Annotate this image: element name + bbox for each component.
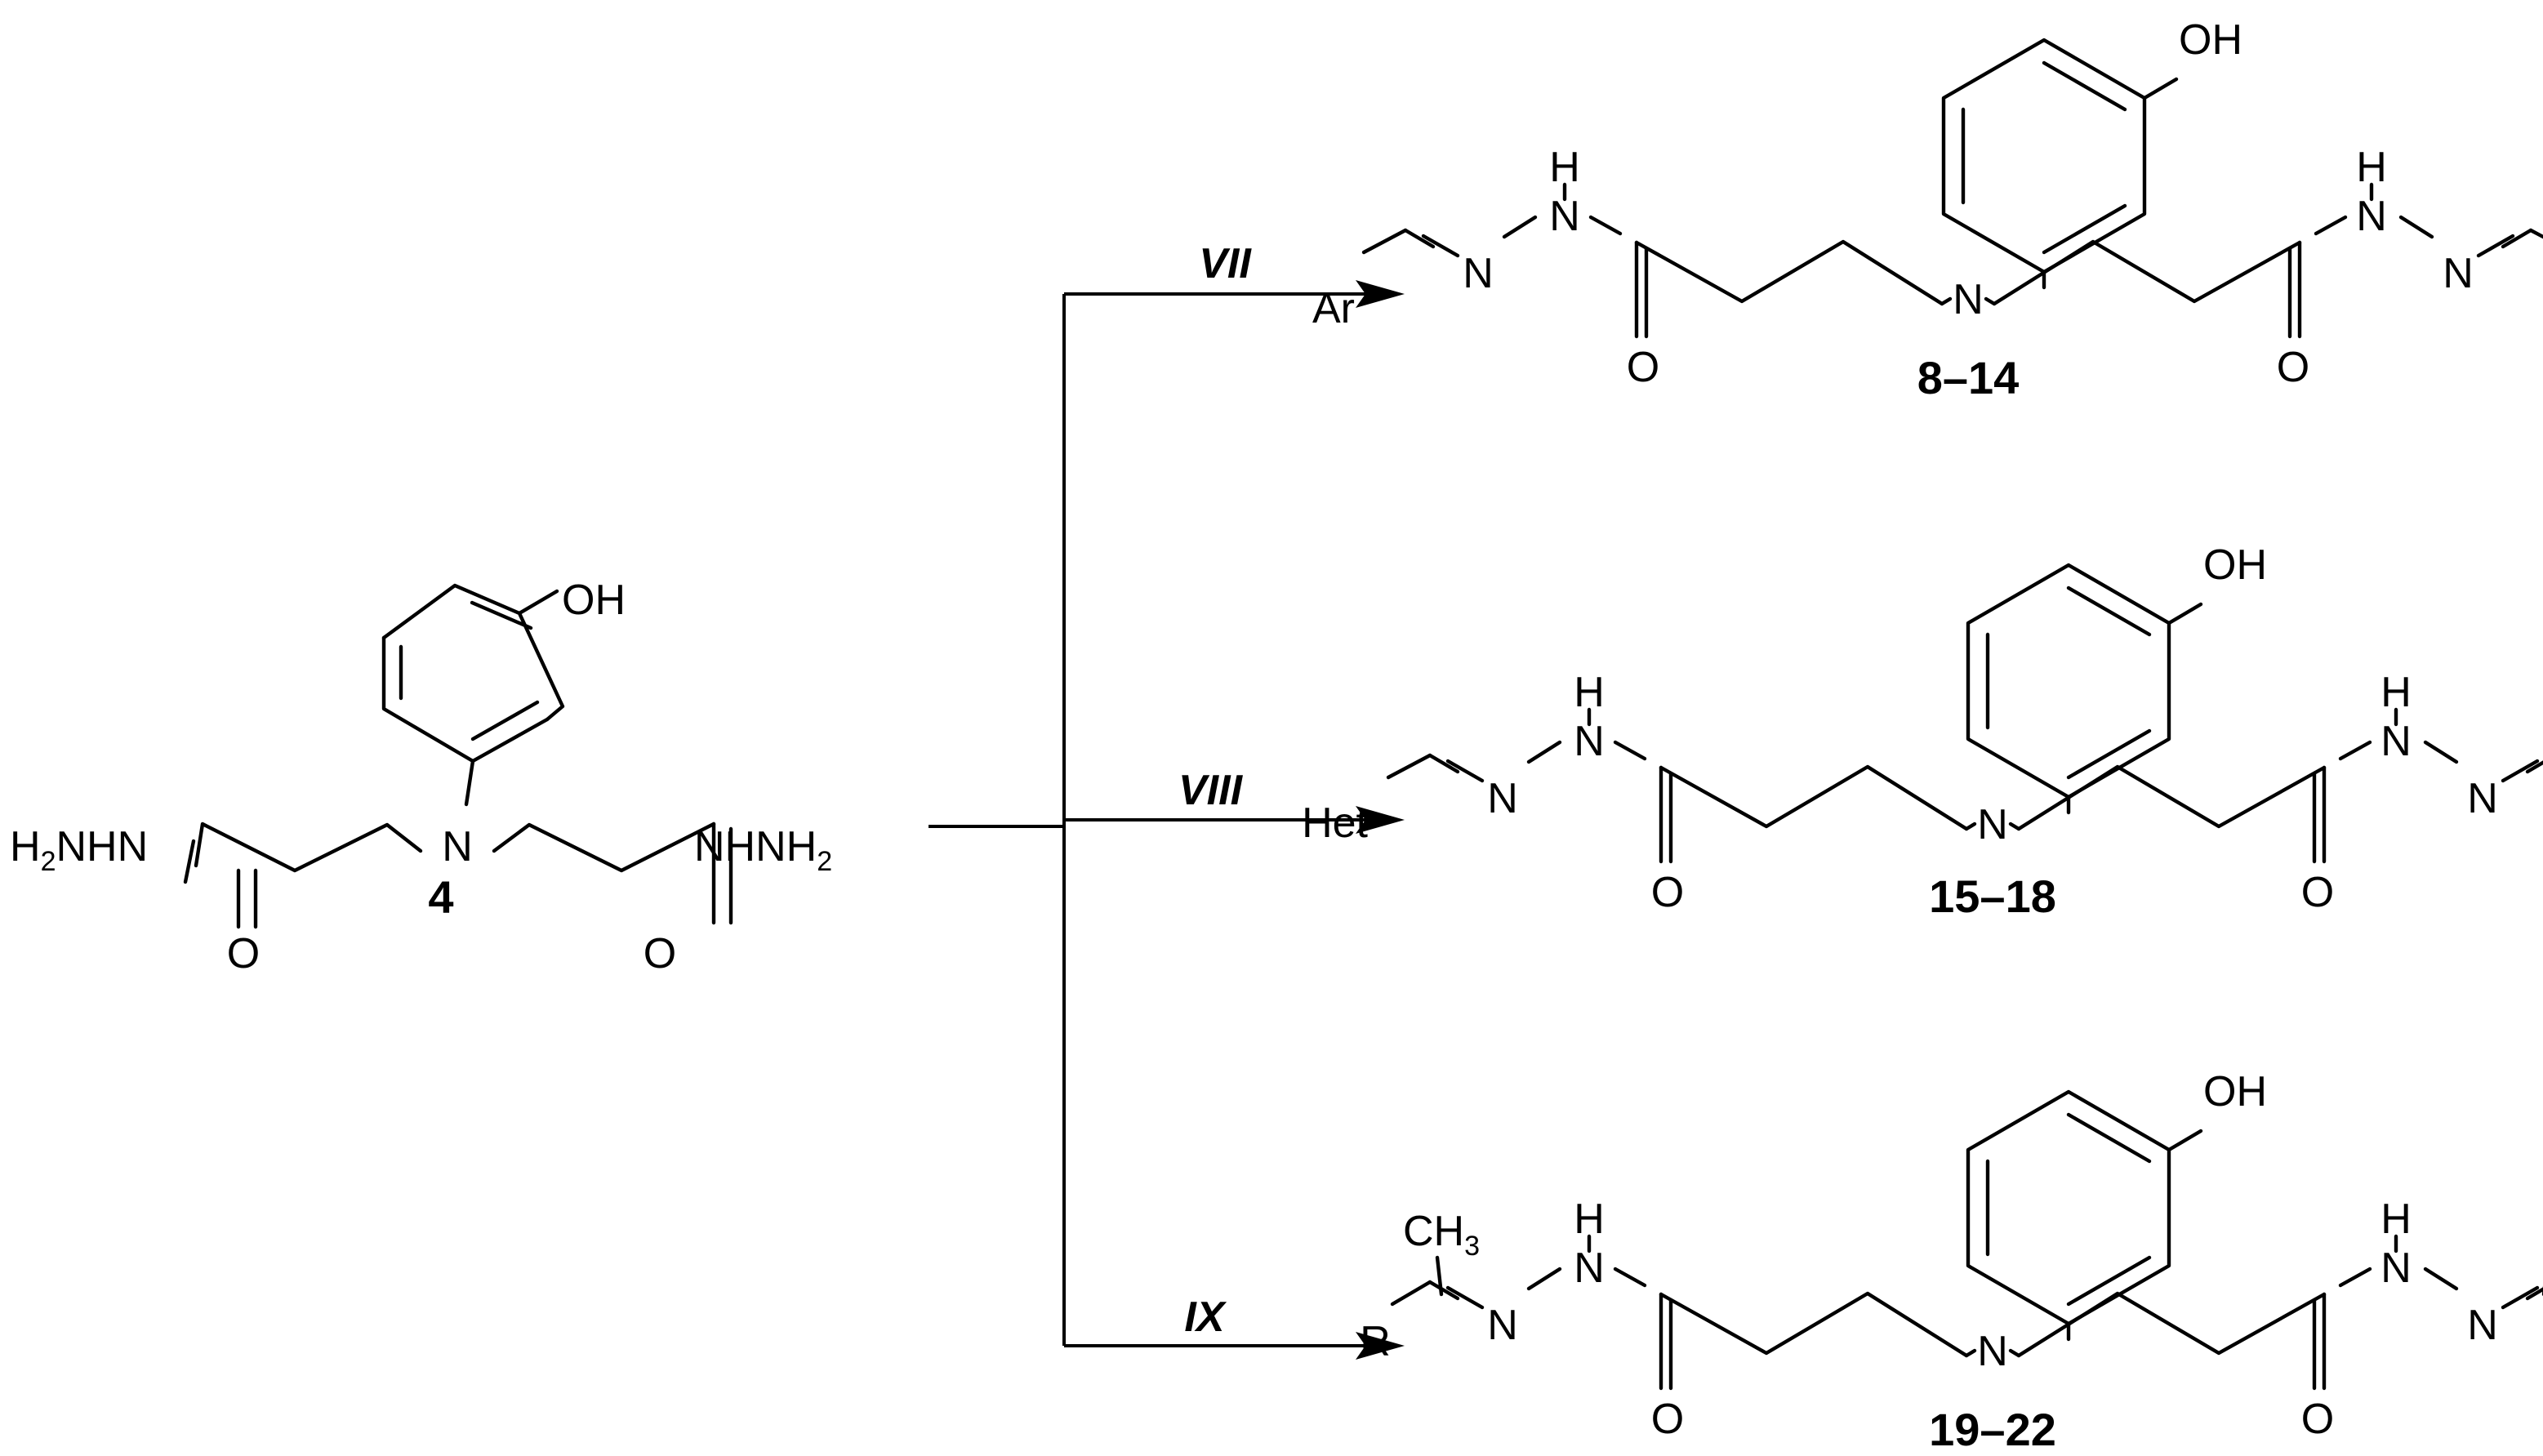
- p1-left-nh-h-label: H: [1549, 144, 1580, 191]
- p3-right-imine-n-label: N: [2467, 1302, 2498, 1349]
- product-15-18: OH N O O N H N N H N Het Het 15–18: [1302, 541, 2543, 922]
- p2-left-nh-n-label: N: [1574, 718, 1605, 765]
- p1-right-carbonyl-o-label: O: [2277, 344, 2309, 391]
- p3-left-carbonyl-o-label: O: [1651, 1396, 1684, 1443]
- p2-left-substituent-label: Het: [1302, 799, 1368, 847]
- p1-left-nh-n-label: N: [1549, 193, 1580, 240]
- p1-right-nh-n-label: N: [2356, 193, 2387, 240]
- condition-ix-label: IX: [1184, 1293, 1227, 1341]
- p2-right-nh-h-label: H: [2380, 669, 2412, 716]
- product-19-22: OH N O O N H N N H N R R CH3 CH3 19–22: [1360, 1068, 2543, 1455]
- reagent-right-carbonyl-o-label: O: [644, 930, 676, 977]
- p3-left-nh-n-label: N: [1574, 1245, 1605, 1292]
- p1-left-carbonyl-o-label: O: [1627, 344, 1659, 391]
- p3-right-nh-n-label: N: [2380, 1245, 2412, 1292]
- p1-left-substituent-label: Ar: [1312, 285, 1355, 332]
- p1-amine-n-label: N: [1953, 276, 1984, 323]
- p2-left-nh-h-label: H: [1574, 669, 1605, 716]
- p3-right-carbonyl-o-label: O: [2301, 1396, 2334, 1443]
- reagent-compound-number: 4: [428, 871, 453, 923]
- p1-left-imine-n-label: N: [1463, 250, 1494, 297]
- product-8-14: OH N O O N H N N H N Ar Ar 8–14: [1312, 16, 2543, 403]
- p3-left-substituent-label: R: [1360, 1318, 1391, 1365]
- reagent-right-terminal-label: NHNH2: [694, 823, 832, 877]
- p3-compound-numbers: 19–22: [1929, 1404, 2056, 1455]
- condition-viii-label: VIII: [1178, 767, 1244, 814]
- p1-compound-numbers: 8–14: [1917, 352, 2020, 403]
- p2-compound-numbers: 15–18: [1929, 870, 2056, 922]
- p3-left-imine-n-label: N: [1487, 1302, 1518, 1349]
- p2-right-imine-n-label: N: [2467, 775, 2498, 822]
- reaction-arrows: [929, 280, 1405, 1360]
- arrow-ix-head: [1356, 1332, 1405, 1360]
- arrow-vii-head: [1356, 280, 1405, 308]
- p2-left-carbonyl-o-label: O: [1651, 869, 1684, 916]
- p1-right-nh-h-label: H: [2356, 144, 2387, 191]
- p1-right-imine-n-label: N: [2443, 250, 2474, 297]
- p2-right-carbonyl-o-label: O: [2301, 869, 2334, 916]
- arrow-viii-head: [1356, 806, 1405, 834]
- p3-left-nh-h-label: H: [1574, 1196, 1605, 1243]
- p2-hydroxy-label: OH: [2203, 541, 2267, 589]
- p3-hydroxy-label: OH: [2203, 1068, 2267, 1115]
- p2-amine-n-label: N: [1977, 801, 2008, 848]
- condition-vii-label: VII: [1199, 240, 1252, 287]
- p2-right-nh-n-label: N: [2380, 718, 2412, 765]
- reagent-left-terminal-label: H2NHN: [10, 823, 148, 877]
- reagent-4-structure: [183, 583, 733, 929]
- p3-left-methyl-label: CH3: [1403, 1208, 1480, 1262]
- p2-left-imine-n-label: N: [1487, 775, 1518, 822]
- reagent-left-carbonyl-o-label: O: [227, 930, 260, 977]
- p3-amine-n-label: N: [1977, 1328, 2008, 1375]
- p3-right-nh-h-label: H: [2380, 1196, 2412, 1243]
- reagent-amine-n-label: N: [442, 823, 473, 870]
- p1-hydroxy-label: OH: [2179, 16, 2242, 64]
- reagent-hydroxy-label: OH: [562, 577, 626, 624]
